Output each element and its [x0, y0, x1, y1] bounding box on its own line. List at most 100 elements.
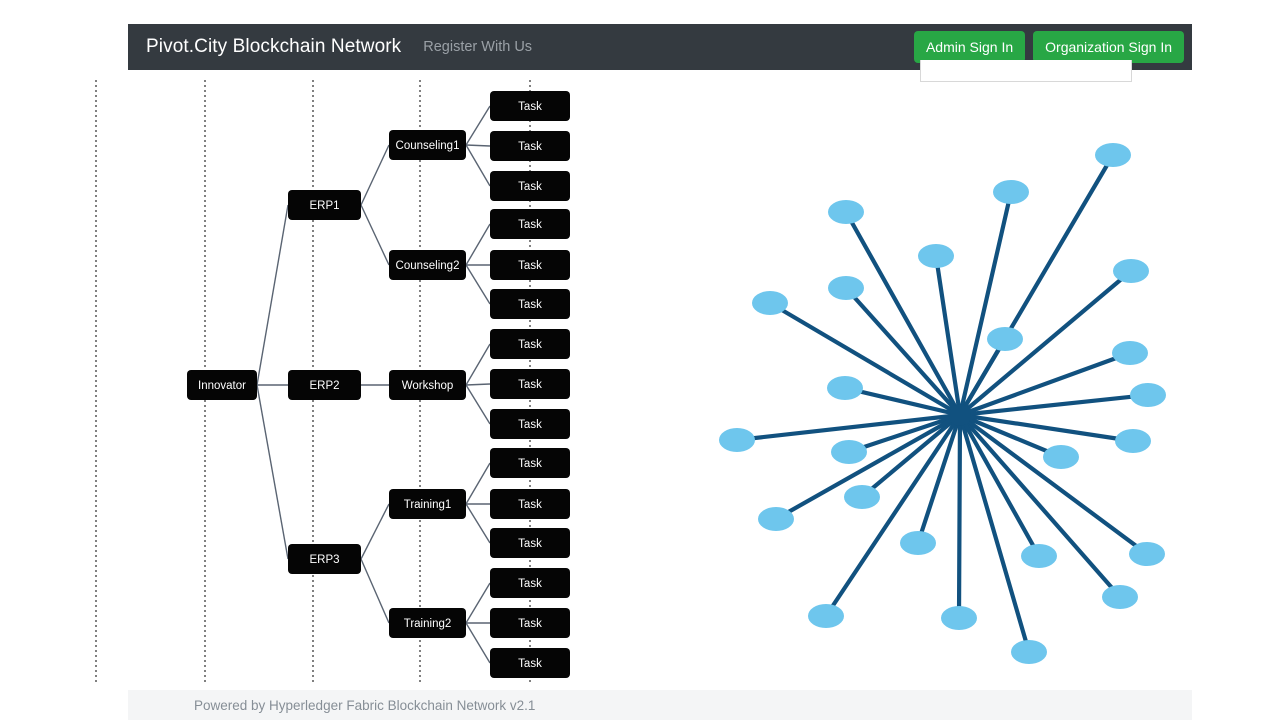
task-node-label-t6: Task — [518, 299, 542, 311]
tree-node-label-training1: Training1 — [404, 499, 452, 511]
tree-node-label-erp2: ERP2 — [309, 380, 339, 392]
task-node-box-t8[interactable] — [490, 369, 570, 399]
tree-node-erp2[interactable]: ERP2 — [288, 370, 361, 400]
star-node-n5[interactable] — [828, 276, 864, 300]
star-node-n23[interactable] — [1113, 259, 1149, 283]
tree-node-box-workshop[interactable] — [389, 370, 466, 400]
task-node-t3[interactable]: Task — [490, 171, 570, 201]
task-node-box-t7[interactable] — [490, 329, 570, 359]
tree-node-workshop[interactable]: Workshop — [389, 370, 466, 400]
nav-link-register[interactable]: Register With Us — [423, 39, 533, 55]
task-node-box-t14[interactable] — [490, 608, 570, 638]
task-node-t1[interactable]: Task — [490, 91, 570, 121]
task-node-t6[interactable]: Task — [490, 289, 570, 319]
task-node-box-t1[interactable] — [490, 91, 570, 121]
tree-node-box-erp3[interactable] — [288, 544, 361, 574]
star-edge-n20 — [957, 412, 1136, 444]
task-node-box-t15[interactable] — [490, 648, 570, 678]
task-node-box-t4[interactable] — [490, 209, 570, 239]
tree-edge-6 — [360, 503, 390, 560]
star-node-n24[interactable] — [987, 327, 1023, 351]
star-edge-n23 — [957, 268, 1134, 418]
task-node-box-t11[interactable] — [490, 489, 570, 519]
star-node-n16[interactable] — [1102, 585, 1138, 609]
star-node-n3[interactable] — [918, 244, 954, 268]
task-node-box-t6[interactable] — [490, 289, 570, 319]
tree-edge-task-12 — [465, 582, 491, 624]
task-node-t12[interactable]: Task — [490, 528, 570, 558]
star-node-n18[interactable] — [1021, 544, 1057, 568]
task-node-box-t9[interactable] — [490, 409, 570, 439]
star-node-n13[interactable] — [808, 604, 844, 628]
dropdown-panel-fragment[interactable] — [920, 60, 1132, 82]
star-node-n17[interactable] — [1129, 542, 1165, 566]
star-node-n9[interactable] — [831, 440, 867, 464]
tree-node-box-counseling2[interactable] — [389, 250, 466, 280]
task-node-box-t13[interactable] — [490, 568, 570, 598]
tree-node-erp3[interactable]: ERP3 — [288, 544, 361, 574]
tree-node-counseling2[interactable]: Counseling2 — [389, 250, 466, 280]
star-node-n15[interactable] — [1011, 640, 1047, 664]
star-node-n19[interactable] — [1043, 445, 1079, 469]
task-node-box-t10[interactable] — [490, 448, 570, 478]
tree-node-box-erp1[interactable] — [288, 190, 361, 220]
task-node-t7[interactable]: Task — [490, 329, 570, 359]
tree-node-label-counseling2: Counseling2 — [396, 260, 460, 272]
task-node-t9[interactable]: Task — [490, 409, 570, 439]
star-node-n2[interactable] — [993, 180, 1029, 204]
task-node-box-t2[interactable] — [490, 131, 570, 161]
star-node-n14[interactable] — [941, 606, 977, 630]
star-node-n4[interactable] — [828, 200, 864, 224]
star-node-n6[interactable] — [752, 291, 788, 315]
star-hub-node[interactable] — [949, 404, 971, 426]
organization-sign-in-button[interactable]: Organization Sign In — [1033, 31, 1184, 63]
task-node-t8[interactable]: Task — [490, 369, 570, 399]
task-node-t4[interactable]: Task — [490, 209, 570, 239]
admin-sign-in-button[interactable]: Admin Sign In — [913, 31, 1026, 63]
star-node-n22[interactable] — [1112, 341, 1148, 365]
task-node-t15[interactable]: Task — [490, 648, 570, 678]
tree-node-box-counseling1[interactable] — [389, 130, 466, 160]
star-node-n1[interactable] — [1095, 143, 1131, 167]
star-node-n12[interactable] — [900, 531, 936, 555]
star-node-n7[interactable] — [827, 376, 863, 400]
task-node-box-t12[interactable] — [490, 528, 570, 558]
tree-node-label-erp3: ERP3 — [309, 554, 339, 566]
star-edge-n12 — [915, 412, 963, 546]
star-edge-n2 — [957, 189, 1014, 418]
task-node-t5[interactable]: Task — [490, 250, 570, 280]
task-node-box-t3[interactable] — [490, 171, 570, 201]
tree-node-counseling1[interactable]: Counseling1 — [389, 130, 466, 160]
task-node-label-t12: Task — [518, 538, 542, 550]
tree-node-training2[interactable]: Training2 — [389, 608, 466, 638]
task-node-t11[interactable]: Task — [490, 489, 570, 519]
task-node-t13[interactable]: Task — [490, 568, 570, 598]
star-node-n8[interactable] — [719, 428, 755, 452]
star-edge-n10 — [859, 412, 963, 500]
footer-text: Powered by Hyperledger Fabric Blockchain… — [194, 697, 536, 713]
tree-edges-group — [256, 105, 491, 664]
tree-node-box-erp2[interactable] — [288, 370, 361, 400]
task-node-t2[interactable]: Task — [490, 131, 570, 161]
star-edge-n5 — [843, 285, 963, 418]
task-node-label-t9: Task — [518, 419, 542, 431]
task-node-label-t13: Task — [518, 578, 542, 590]
star-edge-n15 — [957, 412, 1032, 655]
task-node-t10[interactable]: Task — [490, 448, 570, 478]
task-node-box-t5[interactable] — [490, 250, 570, 280]
tree-node-erp1[interactable]: ERP1 — [288, 190, 361, 220]
star-node-n10[interactable] — [844, 485, 880, 509]
tree-node-box-training1[interactable] — [389, 489, 466, 519]
star-node-n20[interactable] — [1115, 429, 1151, 453]
star-node-n21[interactable] — [1130, 383, 1166, 407]
tree-node-box-innovator[interactable] — [187, 370, 257, 400]
tree-node-box-training2[interactable] — [389, 608, 466, 638]
star-node-n11[interactable] — [758, 507, 794, 531]
star-edge-n4 — [843, 209, 963, 418]
tree-node-training1[interactable]: Training1 — [389, 489, 466, 519]
task-node-t14[interactable]: Task — [490, 608, 570, 638]
tree-node-innovator[interactable]: Innovator — [187, 370, 257, 400]
